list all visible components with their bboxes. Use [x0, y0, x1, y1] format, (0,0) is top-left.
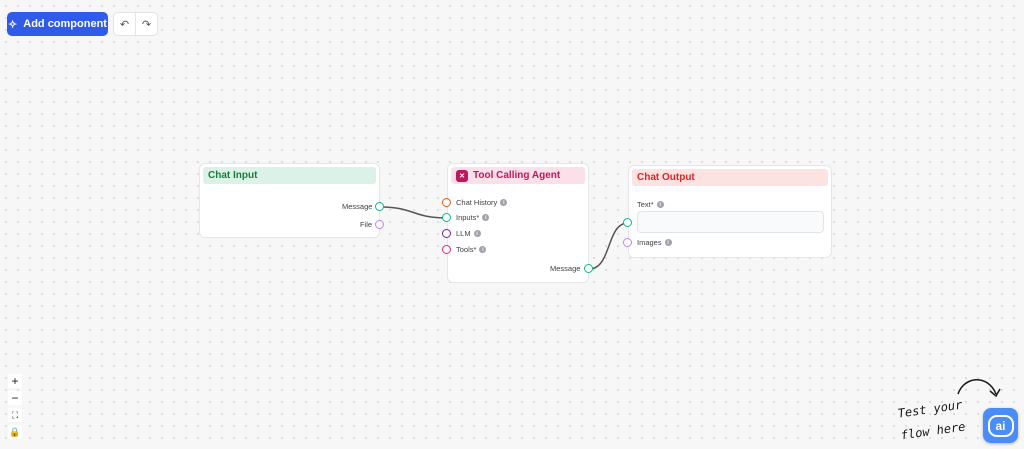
info-icon[interactable]: i [482, 214, 490, 221]
chat-input-title: Chat Input [208, 170, 258, 181]
chat-output-text-input[interactable] [637, 211, 824, 233]
add-component-label: Add component [23, 18, 107, 30]
tool-calling-agent-node[interactable]: ✕ Tool Calling Agent [448, 164, 588, 282]
agent-message-label: Message [550, 264, 581, 273]
undo-redo-group: ↶ ↷ [113, 12, 158, 36]
info-icon[interactable]: i [664, 239, 672, 246]
chat-output-images-label: Images i [637, 238, 672, 247]
chat-input-file-handle[interactable] [375, 220, 384, 229]
agent-icon: ✕ [456, 169, 468, 182]
chat-output-header: Chat Output [632, 169, 828, 186]
zoom-in-icon[interactable]: + [8, 374, 22, 388]
agent-inputs-handle[interactable] [442, 213, 451, 222]
edge-agent-to-output [588, 222, 629, 270]
agent-tools-handle[interactable] [442, 245, 451, 254]
chat-input-header: Chat Input [203, 167, 376, 184]
hint-arrow-icon [957, 379, 1001, 398]
edge-input-to-agent [379, 206, 448, 219]
lock-icon[interactable]: 🔒 [8, 425, 22, 439]
agent-chat-history-label: Chat History i [456, 198, 508, 207]
info-icon[interactable]: i [656, 201, 664, 208]
add-component-button[interactable]: ✧ Add component [7, 12, 108, 36]
ai-assistant-button[interactable]: ai [983, 408, 1018, 443]
chat-input-message-label: Message [342, 202, 373, 211]
chat-input-message-handle[interactable] [375, 202, 384, 211]
agent-llm-handle[interactable] [442, 229, 451, 238]
undo-icon[interactable]: ↶ [119, 18, 130, 31]
chat-output-text-label: Text* i [637, 200, 664, 209]
redo-icon[interactable]: ↷ [135, 13, 157, 35]
chat-output-text-handle[interactable] [623, 218, 632, 227]
info-icon[interactable]: i [500, 199, 508, 206]
agent-title: Tool Calling Agent [473, 170, 561, 181]
agent-inputs-label: Inputs* i [456, 213, 490, 222]
agent-chat-history-handle[interactable] [442, 198, 451, 207]
test-flow-hint: Test your flow here [896, 397, 967, 443]
chat-output-images-handle[interactable] [623, 238, 632, 247]
zoom-out-icon[interactable]: − [8, 391, 22, 405]
info-icon[interactable]: i [479, 246, 487, 253]
agent-llm-label: LLM i [456, 229, 481, 238]
agent-header: ✕ Tool Calling Agent [451, 167, 585, 184]
chat-input-node[interactable]: Chat Input [200, 164, 379, 237]
agent-message-handle[interactable] [584, 264, 593, 273]
ai-icon: ai [987, 414, 1014, 437]
agent-tools-label: Tools* i [456, 245, 487, 254]
chat-output-title: Chat Output [637, 172, 695, 183]
info-icon[interactable]: i [473, 230, 481, 237]
sparkle-plus-icon: ✧ [8, 18, 18, 31]
chat-input-file-label: File [360, 220, 373, 229]
fit-view-icon[interactable]: ⛶ [8, 408, 22, 422]
